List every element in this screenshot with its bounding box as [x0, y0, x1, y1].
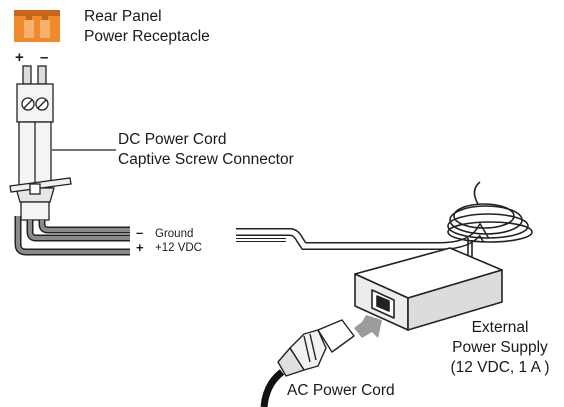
plus-sign: + [15, 49, 24, 66]
power-receptacle-icon [14, 10, 60, 42]
rear-panel-label-line1: Rear Panel [84, 8, 162, 25]
power-supply-icon [354, 247, 503, 331]
ac-plug-icon [277, 319, 355, 377]
supply-label-line2: Power Supply [452, 339, 548, 356]
minus-sign: – [40, 49, 49, 66]
ac-cord-label: AC Power Cord [287, 382, 395, 399]
rear-panel-label-line2: Power Receptacle [84, 28, 210, 45]
dc-wires [14, 216, 130, 256]
coiled-cord-icon [447, 181, 533, 263]
connection-arrow-icon [354, 315, 382, 338]
supply-label-line1: External [471, 319, 529, 336]
captive-screw-connector-icon [9, 65, 72, 221]
vdc-label: +12 VDC [155, 242, 202, 254]
rear-panel-label: Rear Panel Power Receptacle [84, 7, 210, 47]
supply-label: External Power Supply (12 VDC, 1 A ) [436, 318, 564, 378]
supply-label-line3: (12 VDC, 1 A ) [450, 359, 550, 376]
dc-cord-label-line1: DC Power Cord [118, 131, 227, 148]
vdc-sign: + [136, 240, 144, 255]
ground-label: Ground [155, 228, 194, 240]
ac-cord-cable [260, 369, 285, 407]
dc-cord-label-line2: Captive Screw Connector [118, 151, 294, 168]
dc-cord-label: DC Power Cord Captive Screw Connector [118, 130, 294, 170]
ground-sign: – [136, 225, 144, 240]
